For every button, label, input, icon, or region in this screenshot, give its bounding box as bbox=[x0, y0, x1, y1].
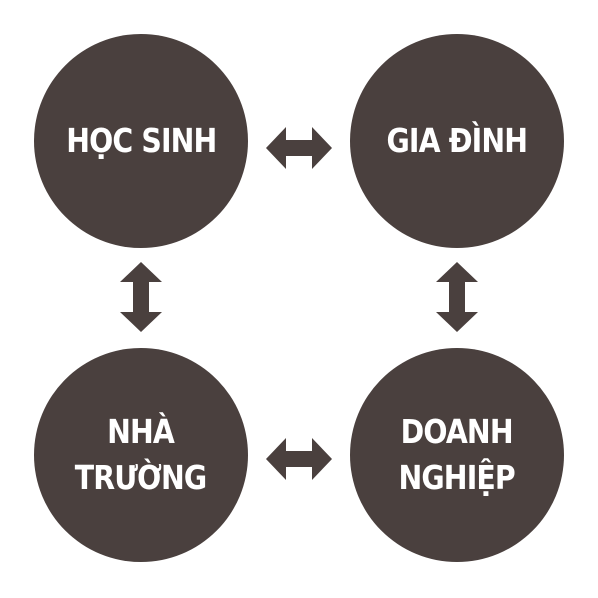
double-arrow-vertical-icon bbox=[118, 262, 164, 332]
node-doanh-nghiep-label: DOANH NGHIỆP bbox=[398, 412, 516, 497]
node-nha-truong: NHÀ TRƯỜNG bbox=[34, 348, 248, 562]
node-nha-truong-label: NHÀ TRƯỜNG bbox=[75, 412, 207, 497]
node-hoc-sinh-label: HỌC SINH bbox=[65, 121, 217, 161]
double-arrow-horizontal-icon bbox=[266, 125, 332, 171]
double-arrow-vertical-icon bbox=[434, 262, 480, 332]
node-gia-dinh: GIA ĐÌNH bbox=[350, 34, 564, 248]
node-gia-dinh-label: GIA ĐÌNH bbox=[386, 121, 529, 161]
node-hoc-sinh: HỌC SINH bbox=[34, 34, 248, 248]
node-doanh-nghiep: DOANH NGHIỆP bbox=[350, 348, 564, 562]
double-arrow-horizontal-icon bbox=[266, 436, 332, 482]
